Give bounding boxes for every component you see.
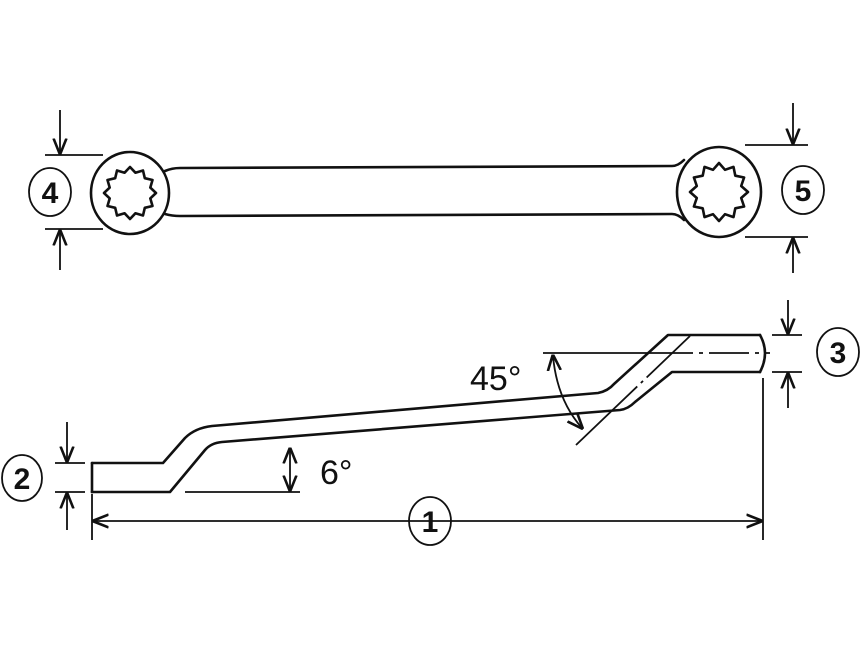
handle-top-edge xyxy=(163,158,686,173)
callout-2: 2 xyxy=(14,463,31,496)
right-12-point-socket xyxy=(688,161,750,223)
dimension-3: 3 xyxy=(772,300,860,408)
callout-4: 4 xyxy=(42,177,59,210)
wrench-side-view: 45° 6° xyxy=(90,333,770,494)
dimension-5: 5 xyxy=(745,103,825,273)
side-lower-edge xyxy=(90,370,762,494)
left-12-point-socket xyxy=(102,165,158,221)
angle-45-arc xyxy=(553,356,582,428)
callout-3: 3 xyxy=(830,337,847,370)
dimension-2: 2 xyxy=(1,422,85,530)
wrench-top-view xyxy=(89,145,763,239)
angle-6-label: 6° xyxy=(320,454,353,492)
callout-1: 1 xyxy=(422,506,439,539)
callout-5: 5 xyxy=(795,175,812,208)
angle-reference-line xyxy=(575,335,691,446)
dimension-4: 4 xyxy=(28,110,103,270)
dimension-1: 1 xyxy=(91,378,764,546)
right-ring xyxy=(675,145,763,239)
angle-45-label: 45° xyxy=(470,360,521,398)
handle-bottom-edge xyxy=(163,212,686,222)
side-upper-edge xyxy=(90,333,762,465)
left-ring xyxy=(89,150,171,236)
